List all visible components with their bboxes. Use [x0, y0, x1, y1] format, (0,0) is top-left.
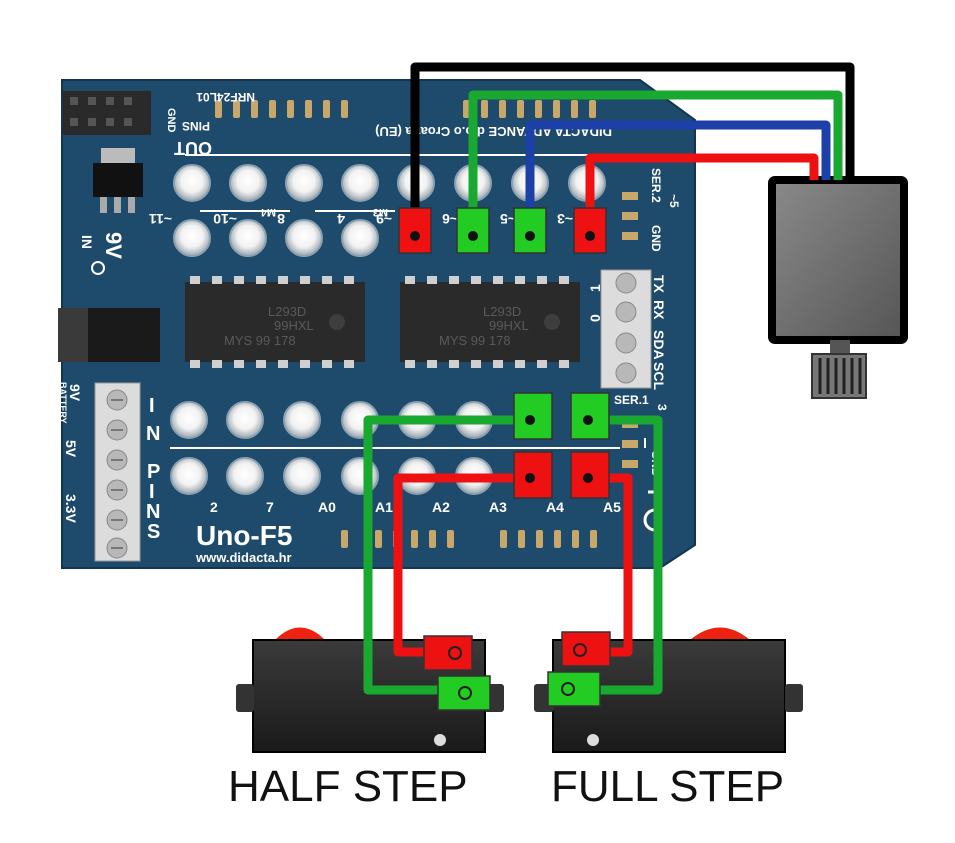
- svg-text:RX: RX: [651, 300, 667, 320]
- svg-text:8: 8: [277, 211, 285, 227]
- battery-9v-label: 9V: [67, 384, 83, 402]
- battery-label: BATTERY: [58, 382, 68, 424]
- svg-text:L293D: L293D: [483, 304, 521, 319]
- svg-text:~5: ~5: [500, 211, 516, 227]
- wire-black: [410, 62, 855, 236]
- svg-text:A5: A5: [603, 499, 621, 515]
- wire-red: [585, 153, 819, 236]
- wire-green-full: [568, 415, 663, 695]
- svg-text:~6: ~6: [442, 211, 458, 227]
- svg-text:A4: A4: [546, 499, 564, 515]
- svg-text:SER.1: SER.1: [614, 393, 649, 407]
- svg-text:SDA: SDA: [651, 330, 667, 360]
- svg-text:N: N: [146, 501, 160, 523]
- l293d-chip-right: L293D 99HXL MYS 99 178: [400, 276, 580, 368]
- nrf-label: NRF24L01: [196, 90, 255, 104]
- l293d-chip-left: L293D 99HXL MYS 99 178: [185, 276, 365, 368]
- wire-blue: [525, 120, 831, 236]
- svg-text:3: 3: [655, 404, 669, 411]
- board-name: Uno-F5: [196, 520, 292, 551]
- pins-in-letters: I N P I N S: [146, 395, 160, 543]
- svg-text:2: 2: [210, 499, 218, 515]
- power-terminal-block: [94, 382, 141, 562]
- svg-text:N: N: [146, 423, 160, 445]
- board-website: www.didacta.hr: [195, 550, 292, 565]
- svg-text:A1: A1: [375, 499, 393, 515]
- nrf-header-block: [63, 91, 151, 135]
- top-header-pins: [215, 100, 596, 118]
- svg-text:I: I: [149, 395, 155, 417]
- svg-text:99HXL: 99HXL: [489, 318, 529, 333]
- svg-text:~11: ~11: [149, 211, 172, 227]
- svg-text:~9: ~9: [376, 211, 392, 227]
- svg-text:7: 7: [266, 499, 274, 515]
- svg-text:S: S: [147, 521, 160, 543]
- svg-text:1: 1: [587, 284, 603, 292]
- svg-text:TX: TX: [651, 275, 667, 294]
- svg-text:M4: M4: [260, 206, 276, 218]
- svg-text:A2: A2: [432, 499, 450, 515]
- motor-labels: M4 M3: [260, 206, 388, 218]
- gnd-top-label: GND: [165, 108, 177, 133]
- out-pin-labels: ~11 ~10 8 4 ~9 ~6 ~5 ~3: [149, 211, 573, 227]
- svg-text:~10: ~10: [213, 211, 237, 227]
- svg-text:~5: ~5: [667, 194, 681, 208]
- svg-text:~3: ~3: [557, 211, 573, 227]
- power-in-tag: IN: [79, 235, 95, 249]
- three-v-label: 3.3V: [63, 494, 79, 523]
- voltage-regulator: [93, 148, 143, 213]
- pins-out-label-1: PINS: [182, 119, 210, 133]
- power-jack-symbol: [91, 261, 105, 275]
- pins-out-label-2: OUT: [174, 138, 212, 158]
- full-step-label: FULL STEP: [551, 762, 785, 811]
- i2c-labels: 1 0 TX RX SDA SCL: [587, 275, 667, 390]
- svg-text:4: 4: [337, 211, 345, 227]
- in-pin-labels: 2 7 A0 A1 A2 A3 A4 A5: [210, 499, 621, 515]
- wire-green-half: [363, 415, 530, 695]
- switch-side-connectors: [423, 631, 611, 711]
- svg-text:I: I: [149, 481, 155, 503]
- serial-labels: SER.2 ~5 GND SER.1 3 GND: [614, 168, 681, 477]
- svg-text:0: 0: [587, 314, 603, 322]
- svg-text:A3: A3: [489, 499, 507, 515]
- power-in-label: 9V: [101, 232, 126, 259]
- motor-connectors: [398, 207, 607, 254]
- svg-text:SER.2: SER.2: [649, 168, 663, 203]
- svg-text:SCL: SCL: [651, 362, 667, 390]
- wire-green: [468, 90, 843, 236]
- svg-text:M3: M3: [373, 206, 388, 218]
- svg-text:A0: A0: [318, 499, 336, 515]
- svg-text:MYS 99 178: MYS 99 178: [224, 333, 296, 348]
- i2c-terminal-block: [600, 269, 652, 389]
- svg-text:99HXL: 99HXL: [274, 318, 314, 333]
- motor-wires: [410, 62, 855, 236]
- stepper-motor: [768, 176, 908, 399]
- svg-text:P: P: [147, 461, 160, 483]
- svg-text:GND: GND: [649, 225, 663, 252]
- five-v-label: 5V: [63, 440, 79, 458]
- svg-text:MYS 99 178: MYS 99 178: [439, 333, 511, 348]
- half-step-label: HALF STEP: [228, 762, 468, 811]
- in-pad-traces: [170, 438, 646, 449]
- dc-barrel-jack: [58, 308, 160, 362]
- svg-text:L293D: L293D: [268, 304, 306, 319]
